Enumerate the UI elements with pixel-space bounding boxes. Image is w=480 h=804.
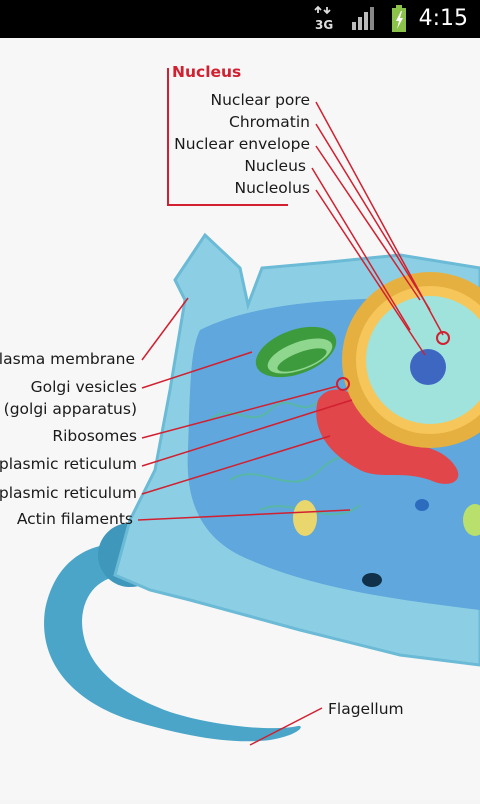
label-chromatin: Chromatin (229, 113, 310, 131)
status-bar: 3G 4:15 (0, 0, 480, 38)
network-3g-icon: 3G (314, 5, 333, 32)
nucleus-bracket (167, 68, 288, 206)
label-flagellum: Flagellum (328, 700, 404, 718)
label-golgi-apparatus: (golgi apparatus) (4, 400, 137, 418)
label-ribosomes: Ribosomes (52, 427, 137, 445)
status-time: 4:15 (418, 6, 468, 31)
label-nucleolus: Nucleolus (235, 179, 310, 197)
golgi-apparatus-shape (255, 326, 337, 378)
label-rough-er: plasmic reticulum (0, 484, 137, 502)
battery-charging-icon (392, 5, 406, 32)
label-nuclear-envelope: Nuclear envelope (174, 135, 310, 153)
nucleus-leader-lines (311, 101, 444, 356)
nucleus-header: Nucleus (172, 63, 241, 81)
diagram-viewer[interactable]: Nucleus Nuclear pore Chromatin Nuclear e… (0, 38, 480, 800)
label-plasma-membrane: lasma membrane (0, 350, 135, 368)
vesicle-shape (293, 500, 317, 536)
label-nuclear-pore: Nuclear pore (211, 91, 310, 109)
left-leader-lines (137, 297, 353, 521)
network-type-label: 3G (315, 18, 333, 32)
flagellum-shape (44, 542, 301, 742)
label-actin-filaments: Actin filaments (17, 510, 133, 528)
nucleolus-shape (410, 349, 446, 385)
label-smooth-er: plasmic reticulum (0, 455, 137, 473)
actin-filament-1 (209, 399, 321, 421)
label-nucleus: Nucleus (244, 157, 306, 175)
label-golgi-vesicles: Golgi vesicles (31, 378, 137, 396)
cell-diagram[interactable]: Nucleus Nuclear pore Chromatin Nuclear e… (0, 38, 480, 800)
flagellum-leader-line (249, 707, 323, 746)
signal-icon (352, 7, 374, 30)
